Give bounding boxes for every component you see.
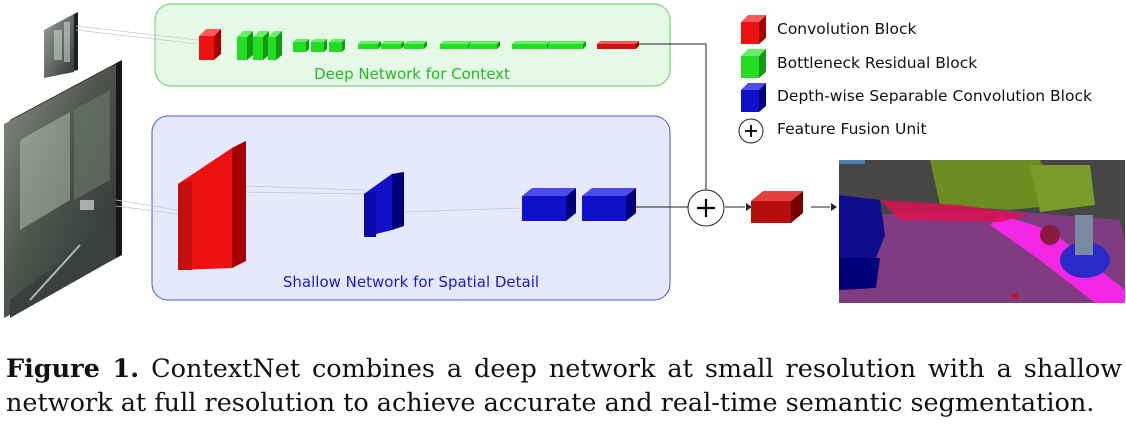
bottleneck-block [440, 41, 500, 49]
deep-conv-block [597, 41, 639, 49]
deep-conv-block [199, 29, 221, 60]
legend-label: Bottleneck Residual Block [777, 54, 977, 72]
green-cube-icon [741, 49, 766, 78]
arrowhead [831, 203, 837, 211]
legend-label: Feature Fusion Unit [777, 120, 927, 138]
arrowhead [746, 203, 752, 211]
caption-prefix: Figure 1. [6, 354, 140, 384]
depthwise-block [522, 188, 576, 221]
depthwise-block [364, 172, 404, 237]
large-input-image [4, 60, 122, 318]
shallow-conv-block [178, 141, 246, 270]
blue-cube-icon [741, 83, 766, 112]
figure-caption: Figure 1. ContextNet combines a deep net… [6, 352, 1122, 420]
legend-item-fusion: Feature Fusion Unit [738, 118, 927, 144]
projection-lines [75, 25, 523, 215]
feature-fusion-unit [687, 189, 725, 227]
caption-text: ContextNet combines a deep network at sm… [6, 354, 1122, 418]
small-input-image [44, 12, 78, 78]
bottleneck-block [293, 39, 345, 52]
deep-network-label: Deep Network for Context [314, 65, 510, 83]
red-cube-icon [741, 15, 766, 44]
bottleneck-block [237, 31, 282, 60]
legend-item-depthwise: Depth-wise Separable Convolution Block [741, 83, 1092, 112]
legend-label: Convolution Block [777, 20, 916, 38]
connectors [636, 43, 830, 208]
shallow-network-label: Shallow Network for Spatial Detail [283, 273, 539, 291]
legend: Convolution Block Bottleneck Residual Bl… [738, 15, 1092, 144]
bottleneck-block [358, 41, 427, 49]
legend-item-bottleneck: Bottleneck Residual Block [741, 49, 977, 78]
segmentation-output [839, 160, 1125, 303]
legend-label: Depth-wise Separable Convolution Block [777, 87, 1092, 105]
depthwise-block [582, 188, 636, 221]
deep-network-blocks [199, 29, 639, 60]
bottleneck-block [512, 41, 586, 49]
shallow-network-panel [151, 115, 671, 301]
circled-plus-icon [738, 118, 764, 144]
shallow-network-blocks [178, 141, 636, 270]
legend-item-convolution: Convolution Block [741, 15, 916, 44]
output-conv-block [751, 191, 803, 223]
